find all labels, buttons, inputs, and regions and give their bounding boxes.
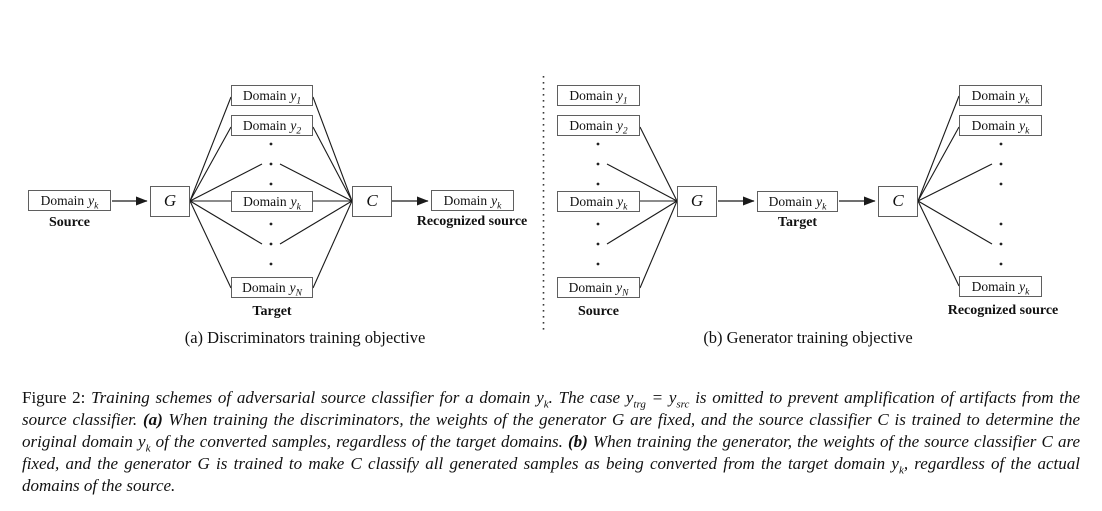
- fan-lines-a-classifier: [279, 96, 353, 289]
- caption-segment: (b): [568, 432, 588, 451]
- ellipsis-dots: [269, 142, 1003, 266]
- caption-segment: Figure 2:: [22, 388, 92, 407]
- caption-segment: is trained to determine the original dom…: [22, 410, 1081, 451]
- source-label-a: Source: [49, 215, 90, 230]
- caption-segment: When training the discriminators, the we…: [162, 410, 613, 429]
- target-label-b: Target: [777, 215, 818, 230]
- caption-segment: y: [138, 432, 146, 451]
- caption-segment: C: [1041, 432, 1053, 451]
- caption-segment: . The case: [548, 388, 626, 407]
- fan-lines-a-generator: [189, 96, 263, 289]
- caption-segment: G: [197, 454, 210, 473]
- caption-segment: y: [891, 454, 899, 473]
- classifier-box-a: C: [352, 186, 392, 217]
- classifier-box-b: C: [878, 186, 918, 217]
- caption-subscript: k: [543, 398, 549, 411]
- caption-segment: of the converted samples, regardless of …: [150, 432, 568, 451]
- subcaption-a: (a) Discriminators training objective: [184, 328, 426, 347]
- caption-segment: =: [645, 388, 669, 407]
- caption-segment: Training schemes of adversarial source c…: [91, 388, 537, 407]
- caption-segment: y: [668, 388, 677, 407]
- generator-box-b: G: [677, 186, 717, 217]
- recognized-source-label-a: Recognized source: [416, 214, 528, 229]
- figure-caption: Figure 2: Training schemes of adversaria…: [22, 387, 1080, 497]
- caption-subscript: trg: [633, 398, 646, 411]
- caption-segment: is omitted to prevent amplification of a…: [22, 388, 1080, 429]
- source-label-b: Source: [578, 304, 619, 319]
- fan-lines-b-recognized: [917, 95, 993, 287]
- caption-subscript: k: [898, 464, 904, 477]
- caption-subscript: src: [676, 398, 690, 411]
- caption-segment: (a): [142, 410, 163, 429]
- target-label-a: Target: [252, 304, 292, 319]
- caption-segment: , regardless of the actual domains of th…: [22, 454, 1080, 495]
- caption-segment: are fixed, and the generator: [22, 432, 1080, 473]
- caption-segment: When training the generator, the weights…: [587, 432, 1042, 451]
- diagram-connectors: [112, 76, 1003, 333]
- subcaption-b: (b) Generator training objective: [703, 328, 913, 347]
- caption-segment: C: [350, 454, 362, 473]
- generator-box-a: G: [150, 186, 190, 217]
- caption-segment: classify all generated samples as being …: [361, 454, 892, 473]
- caption-segment: y: [536, 388, 544, 407]
- caption-segment: is trained to make: [209, 454, 351, 473]
- caption-segment: C: [877, 410, 889, 429]
- caption-subscript: k: [145, 442, 151, 455]
- fan-lines-b-sources: [606, 126, 678, 289]
- caption-segment: y: [625, 388, 634, 407]
- caption-segment: are fixed, and the source classifier: [624, 410, 878, 429]
- caption-segment: G: [612, 410, 625, 429]
- recognized-source-label-b: Recognized source: [947, 303, 1059, 318]
